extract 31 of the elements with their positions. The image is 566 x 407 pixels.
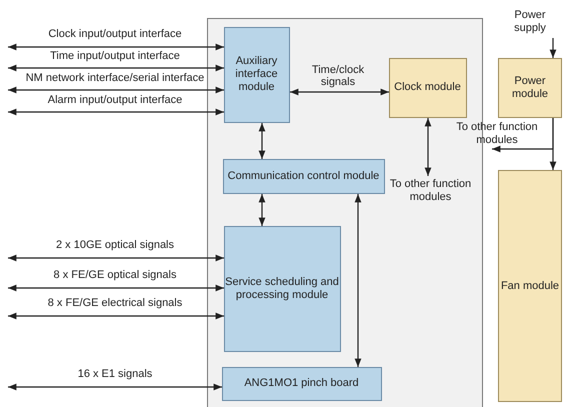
double-arrow	[8, 254, 224, 262]
edge-label: Clock input/output interface	[47, 28, 183, 40]
module-box: Fan module	[498, 170, 562, 402]
double-arrow	[8, 312, 224, 320]
double-arrow	[354, 194, 362, 367]
module-box: Auxiliary interface module	[224, 26, 290, 122]
module-box: Communication control module	[222, 158, 384, 194]
module-box: ANG1MO1 pinch board	[222, 366, 382, 400]
double-arrow	[8, 108, 224, 116]
double-arrow	[258, 194, 266, 226]
text-label: To other function modules	[390, 176, 472, 206]
module-box: Service scheduling and processing module	[224, 226, 340, 352]
double-arrow	[8, 44, 224, 50]
double-arrow	[8, 384, 222, 390]
double-arrow	[8, 64, 224, 72]
double-arrow	[290, 88, 389, 96]
module-box: Clock module	[388, 58, 466, 118]
edge-label: 2 x 10GE optical signals	[55, 239, 175, 251]
edge-label: 8 x FE/GE electrical signals	[46, 297, 184, 309]
double-arrow	[8, 284, 224, 292]
text-label: Power supply	[500, 6, 560, 38]
arrow	[550, 38, 556, 58]
double-arrow	[8, 86, 224, 94]
double-arrow	[258, 123, 266, 159]
edge-label: 16 x E1 signals	[76, 368, 154, 380]
edge-label: Time input/output interface	[49, 50, 181, 62]
edge-label: NM network interface/serial interface	[24, 72, 206, 84]
double-arrow	[424, 118, 432, 176]
edge-label: 8 x FE/GE optical signals	[52, 269, 178, 281]
module-box: Power module	[498, 58, 562, 118]
edge-label: Alarm input/output interface	[46, 94, 184, 106]
